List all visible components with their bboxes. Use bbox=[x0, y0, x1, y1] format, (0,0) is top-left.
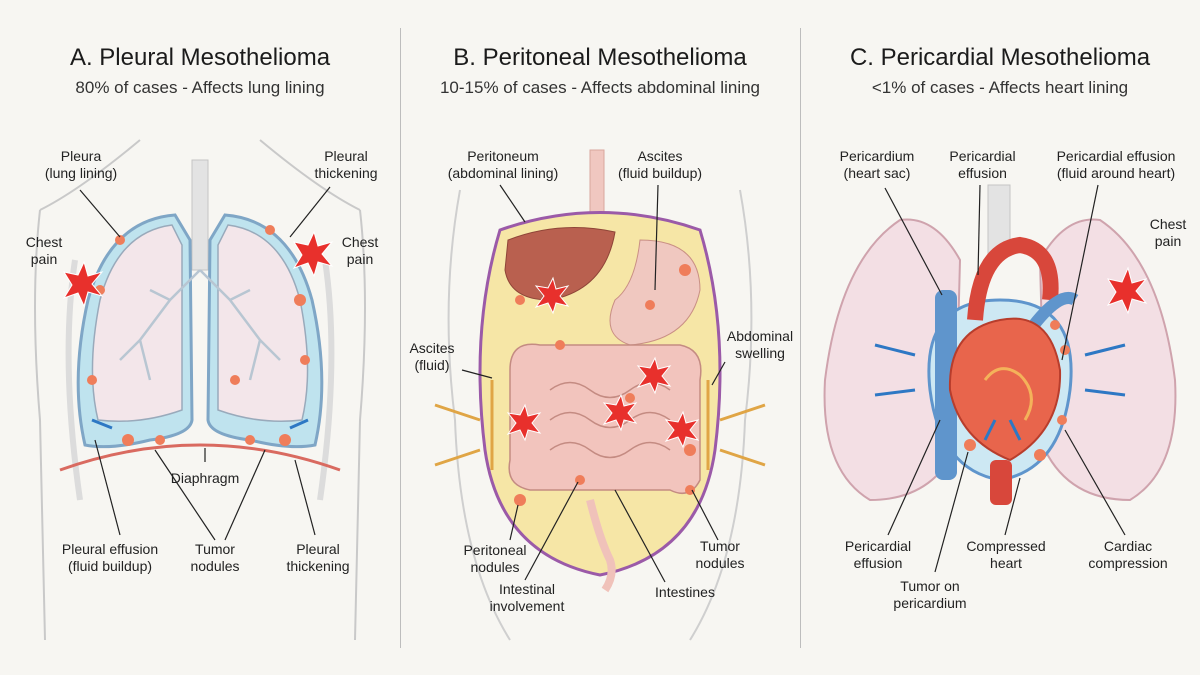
label-pericardium: Pericardium(heart sac) bbox=[839, 148, 915, 181]
chest-pain-burst-right bbox=[292, 230, 334, 278]
panel-title: B. Peritoneal Mesothelioma bbox=[453, 44, 747, 71]
panel-subtitle: <1% of cases - Affects heart lining bbox=[871, 78, 1129, 97]
tumor-nodules-b bbox=[514, 264, 696, 506]
pain-burst-4 bbox=[602, 393, 638, 432]
chest-pain-burst bbox=[1106, 266, 1148, 315]
shoulder-outline bbox=[39, 139, 361, 211]
pain-burst-2 bbox=[636, 356, 672, 395]
panel-pericardial: C. Pericardial Mesothelioma <1% of cases… bbox=[800, 0, 1200, 675]
leader-lines-c bbox=[884, 184, 1126, 573]
peritoneal-illustration bbox=[434, 149, 766, 641]
right-lung bbox=[217, 224, 309, 422]
label-pleura: Pleura(lung lining) bbox=[44, 148, 118, 181]
pain-burst-1 bbox=[534, 276, 570, 315]
pain-burst-5 bbox=[664, 410, 700, 449]
pericardial-illustration bbox=[823, 184, 1177, 573]
heart bbox=[948, 317, 1062, 462]
label-diaphragm: Diaphragm bbox=[170, 470, 240, 486]
label-peritoneum: Peritoneum(abdominal lining) bbox=[447, 148, 559, 181]
tumor-nodules-c bbox=[964, 320, 1070, 461]
label-pleural-effusion: Pleural effusion(fluid buildup) bbox=[61, 541, 159, 574]
pleural-illustration bbox=[34, 139, 366, 641]
panel-subtitle: 10-15% of cases - Affects abdominal lini… bbox=[439, 78, 761, 97]
torso-outline bbox=[34, 209, 366, 641]
panel-subtitle: 80% of cases - Affects lung lining bbox=[75, 78, 325, 97]
panel-title: A. Pleural Mesothelioma bbox=[69, 44, 331, 71]
bronchial-tree bbox=[119, 269, 281, 381]
esophagus bbox=[589, 149, 605, 221]
pain-burst-3 bbox=[506, 403, 542, 442]
coronary-vessels bbox=[983, 367, 1033, 421]
diaphragm-line bbox=[59, 443, 341, 472]
panel-pleural: A. Pleural Mesothelioma 80% of cases - A… bbox=[0, 0, 400, 675]
trachea bbox=[191, 159, 209, 271]
divider-left bbox=[400, 28, 401, 648]
leader-lines-b bbox=[461, 184, 726, 583]
label-intestines: Intestines bbox=[655, 584, 715, 600]
panel-peritoneal: B. Peritoneal Mesothelioma 10-15% of cas… bbox=[400, 0, 800, 675]
aorta-descending bbox=[990, 460, 1012, 505]
panel-title: C. Pericardial Mesothelioma bbox=[849, 44, 1151, 71]
chest-pain-burst-left bbox=[62, 260, 104, 308]
label-ascites-top: Ascites(fluid buildup) bbox=[617, 148, 703, 181]
effusion-arrow-right bbox=[289, 418, 309, 430]
stomach bbox=[609, 239, 701, 346]
vena-cava bbox=[935, 290, 957, 480]
swelling-arrows bbox=[434, 380, 766, 470]
body-outline bbox=[447, 189, 753, 641]
compression-arrows bbox=[874, 343, 1126, 441]
left-lung bbox=[91, 224, 183, 422]
divider-right bbox=[800, 28, 801, 648]
liver bbox=[504, 227, 616, 301]
tumor-nodules-a bbox=[87, 225, 310, 446]
effusion-arrow-left bbox=[91, 418, 113, 430]
label-ascites-left: Ascites(fluid) bbox=[409, 340, 455, 373]
leader-lines-a bbox=[79, 186, 331, 541]
label-pericardial-effusion-right: Pericardial effusion(fluid around heart) bbox=[1056, 148, 1176, 181]
left-lung-c bbox=[823, 218, 962, 502]
aortic-arch bbox=[967, 236, 1059, 321]
right-lung-c bbox=[1038, 218, 1177, 502]
